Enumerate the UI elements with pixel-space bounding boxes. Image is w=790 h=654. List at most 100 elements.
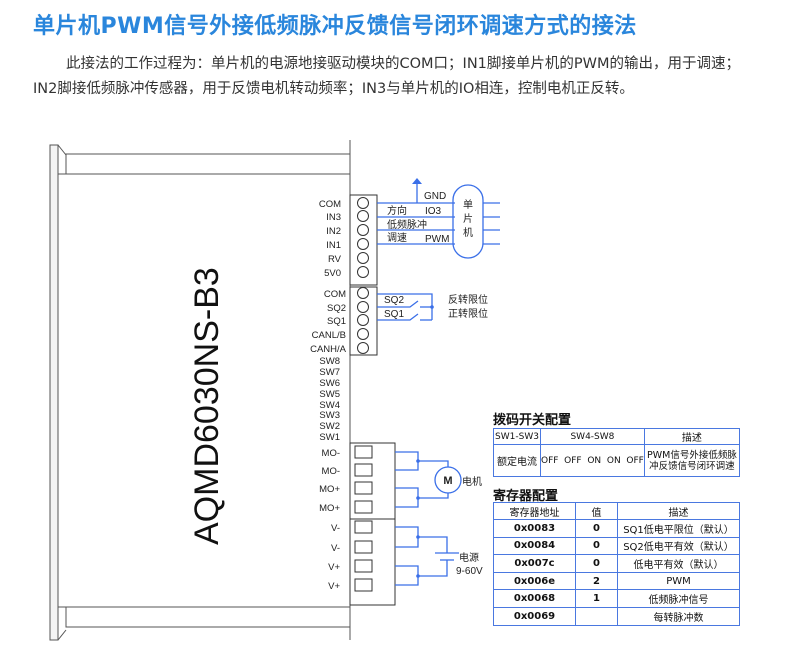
reg-cell: 0	[575, 536, 618, 556]
table-row: 0x0069 每转脉冲数	[493, 606, 740, 626]
terminal-label: MO+	[319, 503, 340, 514]
terminal-label: IN3	[326, 212, 341, 223]
terminal-label: V+	[328, 581, 340, 592]
signal-wires	[377, 184, 500, 586]
io3-label: IO3	[425, 206, 442, 217]
terminal-label: IN1	[326, 240, 341, 251]
reg-cell: SQ1低电平限位（默认）	[617, 519, 740, 538]
gnd-label: GND	[424, 191, 446, 202]
power-label: 电源	[459, 551, 479, 564]
terminal-block-limit	[349, 286, 378, 356]
sw-table-title: 拨码开关配置	[493, 413, 572, 428]
power-terminal	[354, 578, 373, 592]
reg-cell: 2	[575, 571, 618, 591]
terminal-label: MO-	[322, 466, 340, 477]
screw-terminal	[357, 328, 369, 340]
driver-board	[49, 140, 351, 641]
screw-terminal	[357, 301, 369, 313]
power-terminal	[354, 520, 373, 534]
pwm-label: PWM	[425, 234, 449, 245]
reg-cell: 0x0084	[493, 536, 576, 556]
power-terminal	[354, 463, 373, 477]
reg-cell: 低频脉冲信号	[617, 589, 740, 608]
reg-cell	[575, 606, 618, 626]
pulse-label: 低频脉冲	[387, 218, 427, 231]
terminal-block-signal	[349, 194, 378, 286]
power-terminal	[354, 559, 373, 573]
dip-switch-label: SW8	[319, 356, 340, 367]
driver-model: AQMD6030NS-B3	[188, 267, 226, 545]
terminal-label: COM	[324, 289, 346, 300]
reg-header: 描述	[617, 502, 740, 520]
forward-limit-label: 正转限位	[448, 307, 488, 320]
page-title: 单片机PWM信号外接低频脉冲反馈信号闭环调速方式的接法	[33, 14, 637, 39]
terminal-label: CANL/B	[312, 330, 346, 341]
reg-cell: 0	[575, 519, 618, 538]
dip-switch-label: SW2	[319, 421, 340, 432]
sw-header: SW1-SW3	[493, 428, 541, 445]
reg-cell: 0	[575, 554, 618, 573]
power-terminal	[354, 540, 373, 554]
screw-terminal	[357, 314, 369, 326]
mcu-label-2: 片	[463, 212, 473, 225]
sq1-label: SQ1	[384, 309, 404, 320]
dip-switch-label: SW5	[319, 389, 340, 400]
terminal-block-power	[349, 518, 396, 606]
reg-header: 值	[575, 502, 618, 520]
screw-terminal	[357, 252, 369, 264]
dip-switch-label: SW6	[319, 378, 340, 389]
reg-cell: 0x007c	[493, 554, 576, 573]
reverse-limit-label: 反转限位	[448, 293, 488, 306]
motor-symbol	[434, 466, 462, 494]
screw-terminal	[357, 224, 369, 236]
motor-m-label: M	[443, 475, 452, 487]
screw-terminal	[357, 287, 369, 299]
speed-label: 调速	[387, 232, 407, 244]
terminal-label: CANH/A	[310, 344, 347, 355]
reg-cell: SQ2低电平有效（默认）	[617, 536, 740, 556]
sw-cell: PWM信号外接低频脉冲反馈信号闭环调速	[643, 444, 741, 477]
reg-header: 寄存器地址	[493, 502, 576, 520]
power-terminal	[354, 481, 373, 495]
terminal-label: V-	[331, 523, 340, 534]
reg-cell: 0x0083	[493, 519, 576, 538]
reg-cell: 0x0069	[493, 606, 576, 626]
terminal-label: COM	[319, 199, 341, 210]
sw-header: SW4-SW8	[540, 428, 645, 445]
motor-label: 电机	[462, 475, 482, 488]
terminal-label: MO+	[319, 484, 340, 495]
sw-cell: OFF OFF ON ON OFF	[540, 444, 645, 477]
dip-switch-label: SW1	[319, 432, 340, 443]
dip-switch-label: SW3	[319, 410, 340, 421]
terminal-label: SQ2	[327, 303, 346, 314]
screw-terminal	[357, 210, 369, 222]
reg-cell: 低电平有效（默认）	[617, 554, 740, 573]
power-terminal	[354, 500, 373, 514]
screw-terminal	[357, 238, 369, 250]
screw-terminal	[357, 266, 369, 278]
mcu-body	[452, 184, 484, 259]
reg-cell: 1	[575, 589, 618, 608]
ground-icon	[412, 178, 422, 184]
terminal-label: RV	[328, 254, 342, 265]
reg-cell: 每转脉冲数	[617, 606, 740, 626]
terminal-label: MO-	[322, 448, 340, 459]
direction-label: 方向	[387, 204, 407, 217]
dip-switch-label: SW7	[319, 367, 340, 378]
sq2-label: SQ2	[384, 295, 404, 306]
reg-cell: 0x006e	[493, 571, 576, 591]
reg-cell: PWM	[617, 571, 740, 591]
dip-switch-table: SW1-SW3 SW4-SW8 描述 额定电流 OFF OFF ON ON OF…	[493, 428, 741, 477]
terminal-label: V+	[328, 562, 340, 573]
terminal-label: 5V0	[324, 268, 341, 279]
sw-header: 描述	[643, 428, 741, 445]
reg-cell: 0x0068	[493, 589, 576, 608]
sw-cell: 额定电流	[493, 444, 541, 477]
screw-terminal	[357, 197, 369, 209]
